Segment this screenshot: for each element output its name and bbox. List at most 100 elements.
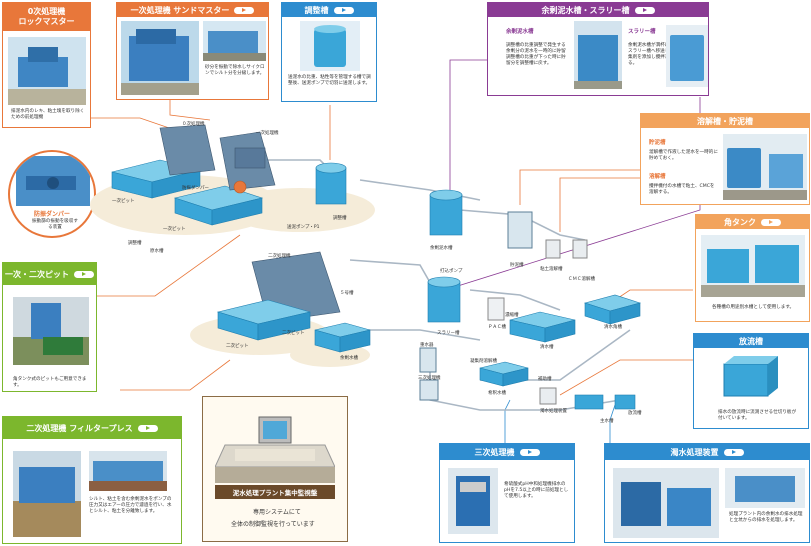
release-desc: 排水の放流時に流測させる仕切り板が付いています。 (718, 410, 797, 421)
label-pit2: 二次ピット (226, 344, 249, 349)
card-filter-header: 二次処理機 フィルタープレス (3, 417, 181, 439)
card-dissolve: 溶解槽・貯泥槽 貯泥槽 溜解槽で作液した泥水を一時的に貯めておく。 溶解槽 攪拌… (640, 113, 810, 205)
card-turbid-header: 濁水処理装置 (605, 444, 809, 460)
card-release-header: 放流槽 (694, 334, 808, 348)
card-surplus-title: 余剰泥水槽・スラリー槽 (541, 5, 630, 15)
card-filter-press: 二次処理機 フィルタープレス シルト、粘土を含む余剰泥水をポンプの圧力又はエアー… (2, 416, 182, 544)
dissolve-sub1: 貯泥槽 (649, 140, 666, 146)
card-tertiary: 三次処理機 希硫酸式pH中和処理機排水のpHを7.5以上の時に前処理として使用し… (439, 443, 575, 543)
label-filter-small: 二次処理機 (268, 254, 291, 259)
rock-master-photo (8, 37, 86, 105)
label-clear: 清水槽 (540, 345, 554, 350)
dissolve-sub2: 溶解槽 (649, 174, 666, 180)
card-adjust-header: 調整槽 (282, 3, 376, 17)
card-turbid-title: 濁水処理装置 (670, 447, 719, 457)
arrow-icon[interactable] (333, 6, 354, 14)
label-aux: 補助槽 (538, 377, 552, 382)
card-damper: 防振ダンパー 振動篩の振動を吸収する装置 (8, 150, 96, 238)
label-tank-a: 濃縮槽 (505, 313, 519, 318)
label-pit1: 一次ピット (112, 199, 135, 204)
arrow-icon[interactable] (519, 448, 540, 456)
monitor-line2: 全体の制御監視を行っています (231, 521, 315, 528)
damper-title: 防振ダンパー (34, 211, 71, 218)
card-rock-master-title1: 0次処理機 (27, 7, 66, 16)
card-surplus-header: 余剰泥水槽・スラリー槽 (488, 3, 708, 17)
filter-desc: シルト、粘土を含む余剰泥水をポンプの圧力又はエアーの圧力で濾過を行い、水とシルト… (89, 497, 172, 514)
card-tertiary-header: 三次処理機 (440, 444, 574, 460)
label-pit2b: 二次ピット (282, 331, 305, 336)
arrow-icon[interactable] (74, 270, 94, 278)
label-sand-small: 一次処理機 (256, 131, 279, 136)
arrow-icon[interactable] (634, 6, 655, 14)
label-surplus-water: 余剰水槽 (340, 356, 358, 361)
filter-photo-2 (89, 451, 167, 491)
pit-photo (13, 297, 89, 365)
card-rock-master-title2: ロックマスター (18, 17, 75, 26)
label-rock-small: ０次処理機 (182, 122, 205, 127)
arrow-icon[interactable] (761, 218, 781, 226)
label-heavy: 重水器 (420, 343, 434, 348)
filter-photo-1 (13, 451, 81, 537)
slurry-tank-photo (666, 25, 708, 87)
sand-master-photo-1 (121, 21, 199, 95)
card-turbid: 濁水処理装置 処理プラント内の余剰水の排水処理と立坑からの排水を処理します。 (604, 443, 810, 543)
square-desc: 各種槽の用途別水槽として使用します。 (712, 305, 795, 310)
arrow-icon[interactable] (137, 424, 158, 432)
label-pump: 送泥ポンプ・P1 (287, 225, 320, 230)
label-tank-b: 主水槽 (600, 419, 614, 424)
card-rock-master-desc: 排泥水内のレキ、粘土塊を取り除くための前処理機 (11, 109, 85, 120)
label-dilute: 希釈水槽 (488, 391, 506, 396)
label-clear-square: 清水角槽 (604, 325, 622, 330)
label-adjust: 調整槽 (333, 216, 347, 221)
card-sand-master: 一次処理機 サンドマスター 砂分を振動で除水しサイクロンでシルト分を分級します。 (116, 2, 269, 100)
label-fifth: ５号槽 (340, 291, 354, 296)
card-surplus-slurry: 余剰泥水槽・スラリー槽 余剰泥水槽 調整槽の比重調整で発生する余剰分の泥水を一時… (487, 2, 709, 96)
label-pac: ＰＡＣ槽 (488, 325, 506, 330)
label-release-small: 放流槽 (628, 411, 642, 416)
card-adjust: 調整槽 送泥水の比重、粘性等を管理する槽で調整後、送泥ポンプで切羽に送泥します。 (281, 2, 377, 102)
card-tertiary-title: 三次処理機 (474, 447, 515, 457)
label-cmc: ＣＭＣ溶解槽 (568, 277, 595, 282)
slurry-desc: 余剰泥水槽が満杯になればスラリー槽へ移送して、凝集剤を添加し攪拌凝集させる。 (628, 43, 684, 66)
surplus-desc: 調整槽の比重調整で発生する余剰分の泥水を一時的に貯留調整槽の比重が下った時に貯留… (506, 43, 566, 66)
turbid-desc: 処理プラント内の余剰水の排水処理と立坑からの排水を処理します。 (729, 512, 803, 523)
card-sand-master-header: 一次処理機 サンドマスター (117, 3, 268, 17)
label-turbid-small: 濁水処理装置 (540, 409, 567, 414)
adjust-tank-photo (300, 21, 360, 71)
square-tank-photo (701, 235, 805, 297)
label-pit1b: 一次ピット (163, 227, 186, 232)
card-release-title: 放流槽 (739, 336, 763, 346)
tertiary-photo (448, 468, 498, 534)
card-rock-master-header: 0次処理機 ロックマスター (3, 3, 90, 31)
dissolve-desc1: 溜解槽で作液した泥水を一時的に貯めておく。 (649, 150, 718, 161)
card-adjust-desc: 送泥水の比重、粘性等を管理する槽で調整後、送泥ポンプで切羽に送泥します。 (288, 75, 371, 86)
monitor-panel-image (215, 416, 335, 483)
card-pit-title: 一次・二次ピット (5, 269, 69, 279)
card-adjust-title: 調整槽 (304, 5, 329, 15)
damper-photo (16, 156, 90, 206)
tertiary-desc: 希硫酸式pH中和処理機排水のpHを7.5以上の時に前処理として使用します。 (504, 482, 569, 499)
damper-desc: 振動篩の振動を吸収する装置 (32, 219, 78, 230)
card-rock-master: 0次処理機 ロックマスター 排泥水内のレキ、粘土塊を取り除くための前処理機 (2, 2, 91, 128)
dissolve-desc2: 攪拌機付の水槽で粘土、CMCを溶解する。 (649, 184, 715, 195)
label-tank-c: 原水槽 (150, 249, 164, 254)
turbid-photo-1 (613, 468, 719, 538)
card-release: 放流槽 排水の放流時に流測させる仕切り板が付いています。 (693, 333, 809, 429)
release-tank-photo (723, 356, 778, 397)
label-stock: 貯泥槽 (510, 263, 524, 268)
card-filter-title: 二次処理機 フィルタープレス (26, 423, 133, 433)
card-dissolve-title: 溶解槽・貯泥槽 (697, 116, 753, 126)
card-square-header: 角タンク (696, 215, 809, 229)
card-pit: 一次・二次ピット 角タンク式のピットもご用意できます。 (2, 262, 97, 392)
label-feed: 打込ポンプ (440, 269, 463, 274)
slurry-subtitle: スラリー槽 (628, 29, 656, 35)
label-damper-small: 防振ダンパー (182, 186, 209, 191)
arrow-icon[interactable] (723, 448, 744, 456)
surplus-photo (574, 21, 622, 89)
label-clay: 粘土溶解槽 (540, 267, 563, 272)
card-sand-master-title: 一次処理機 サンドマスター (130, 5, 230, 15)
arrow-icon[interactable] (234, 6, 255, 14)
turbid-photo-2 (725, 468, 805, 508)
dissolve-photo (723, 134, 807, 200)
pit-desc: 角タンク式のピットもご用意できます。 (13, 377, 87, 388)
